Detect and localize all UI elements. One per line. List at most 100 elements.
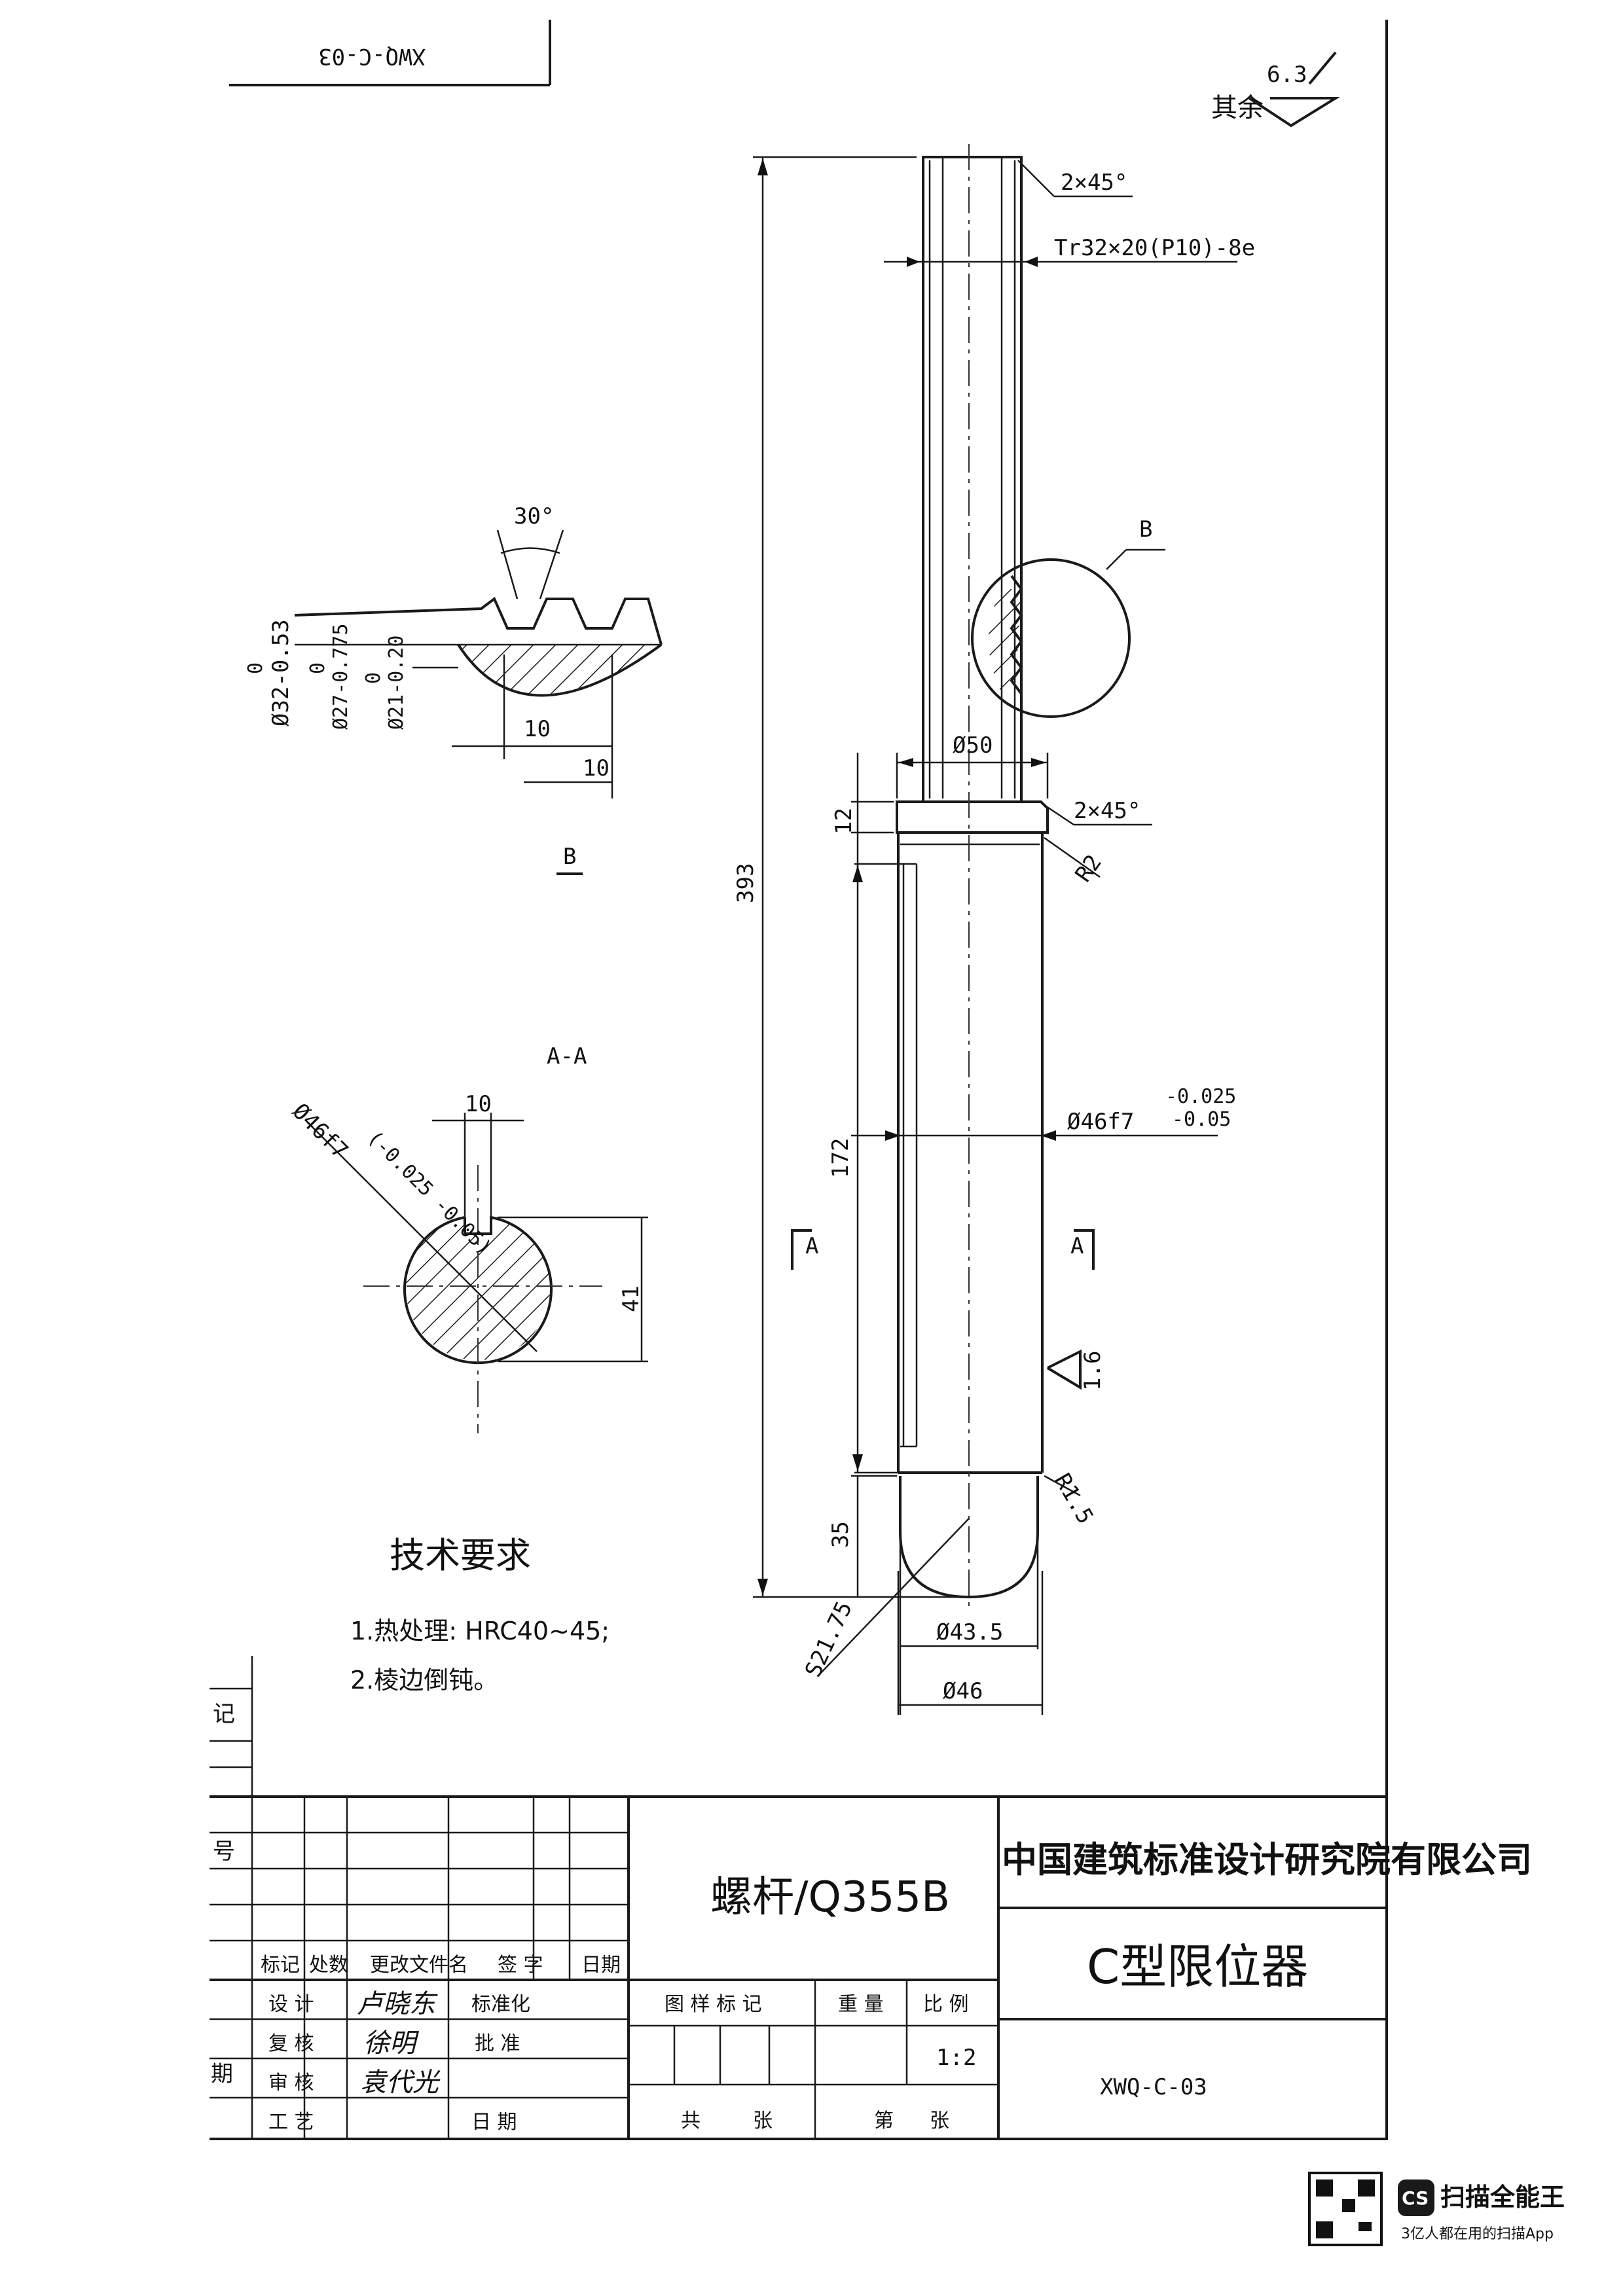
surface-finish-rest: 其余 6.3	[1211, 51, 1341, 128]
svg-text:处数: 处数	[309, 1954, 348, 1977]
svg-text:记: 记	[213, 1701, 235, 1727]
svg-text:日期: 日期	[581, 1954, 621, 1977]
svg-text:其余: 其余	[1211, 93, 1264, 123]
svg-text:技术要求: 技术要求	[390, 1535, 531, 1576]
dim-r2: R2	[1044, 836, 1107, 887]
svg-text:Ø43.5: Ø43.5	[936, 1619, 1003, 1645]
svg-text:Tr32×20(P10)-8e: Tr32×20(P10)-8e	[1054, 235, 1255, 261]
svg-text:Ø46f7: Ø46f7	[287, 1098, 354, 1164]
svg-text:393: 393	[733, 863, 759, 903]
svg-text:期: 期	[211, 2061, 233, 2087]
dim-dia-435: Ø43.5	[899, 1535, 1039, 1715]
svg-text:Ø21-0.20: Ø21-0.20	[385, 636, 408, 730]
surface-finish-shaft: 1.6	[1046, 1349, 1106, 1391]
svg-text:Ø50: Ø50	[953, 732, 993, 759]
svg-text:批 准: 批 准	[475, 2032, 520, 2055]
dim-r15: R1.5	[1044, 1469, 1099, 1529]
svg-text:6.3: 6.3	[1267, 62, 1307, 88]
svg-text:R1.5: R1.5	[1049, 1469, 1099, 1529]
svg-text:30°: 30°	[514, 503, 554, 529]
svg-text:Ø46: Ø46	[943, 1678, 983, 1704]
section-aa-view: A-A 10 Ø46f7 (-0.025 -0.05) 41	[287, 1043, 648, 1433]
svg-text:日 期: 日 期	[471, 2111, 517, 2134]
svg-text:-0.05: -0.05	[1172, 1108, 1231, 1131]
svg-text:XWQ-C-03: XWQ-C-03	[318, 43, 426, 69]
svg-text:签 字: 签 字	[498, 1954, 543, 1977]
svg-text:172: 172	[828, 1138, 854, 1178]
svg-text:10: 10	[583, 755, 610, 781]
svg-text:号: 号	[213, 1839, 235, 1865]
svg-text:第: 第	[874, 2109, 894, 2132]
svg-text:张: 张	[753, 2109, 773, 2132]
svg-text:A: A	[1070, 1233, 1084, 1259]
dim-chamfer-top: 2×45°	[1017, 160, 1133, 198]
svg-text:B: B	[563, 844, 576, 870]
svg-text:41: 41	[618, 1285, 644, 1312]
dim-sphere: S21.75	[800, 1518, 970, 1681]
svg-text:10: 10	[465, 1091, 492, 1117]
svg-text:1.热处理: HRC40~45;: 1.热处理: HRC40~45;	[350, 1617, 610, 1645]
svg-text:复 核: 复 核	[268, 2032, 314, 2055]
svg-text:0: 0	[306, 662, 329, 674]
svg-text:螺杆/Q355B: 螺杆/Q355B	[710, 1873, 950, 1922]
section-mark-a-right: A	[1070, 1229, 1095, 1270]
svg-text:0: 0	[244, 662, 267, 674]
svg-text:Ø46f7: Ø46f7	[1067, 1109, 1134, 1135]
dim-shaft-fit: Ø46f7 -0.025 -0.05	[851, 1085, 1236, 1141]
svg-text:CS: CS	[1402, 2187, 1429, 2209]
svg-text:S21.75: S21.75	[800, 1598, 858, 1681]
svg-text:图 样 标 记: 图 样 标 记	[665, 1993, 762, 2016]
svg-text:共: 共	[681, 2109, 701, 2132]
svg-text:袁代光: 袁代光	[360, 2068, 441, 2098]
svg-text:审 核: 审 核	[268, 2072, 314, 2094]
dim-dia-50: Ø50	[896, 732, 1049, 798]
svg-text:重 量: 重 量	[838, 1993, 884, 2016]
svg-text:12: 12	[831, 808, 857, 834]
svg-text:2×45°: 2×45°	[1061, 170, 1127, 196]
dim-35: 35	[828, 1475, 897, 1597]
svg-text:1:2: 1:2	[936, 2045, 976, 2071]
svg-text:35: 35	[828, 1521, 854, 1548]
svg-text:比 例: 比 例	[923, 1993, 969, 2016]
detail-b-view: 30° Ø32-0.53 0 Ø27-0.775 0 Ø21-0.20 0 10…	[244, 503, 663, 875]
svg-text:工 艺: 工 艺	[268, 2111, 314, 2134]
cs-logo-icon	[1398, 2179, 1434, 2216]
svg-text:0: 0	[362, 672, 385, 684]
svg-text:3亿人都在用的扫描App: 3亿人都在用的扫描App	[1401, 2226, 1554, 2242]
dim-393: 393	[733, 156, 962, 1598]
svg-text:A: A	[805, 1233, 818, 1259]
mirrored-drawing-number: XWQ-C-03	[318, 43, 426, 69]
title-block: 记 号 期 标记 处数 更改文件名 签 字 日期 设 计 复 核 审 核 工 艺…	[210, 1656, 1532, 2139]
svg-text:设 计: 设 计	[268, 1993, 314, 2016]
section-mark-a-left: A	[791, 1229, 818, 1270]
dim-12: 12	[831, 753, 894, 870]
svg-text:C型限位器: C型限位器	[1087, 1939, 1308, 1994]
scanner-watermark: CS 扫描全能王 3亿人都在用的扫描App	[1308, 2172, 1565, 2246]
detail-b-callout: B	[971, 516, 1165, 718]
svg-text:中国建筑标准设计研究院有限公司: 中国建筑标准设计研究院有限公司	[1002, 1839, 1532, 1880]
svg-text:标记: 标记	[261, 1954, 300, 1977]
svg-text:-0.025: -0.025	[1165, 1085, 1236, 1108]
tech-requirements: 技术要求 1.热处理: HRC40~45; 2.棱边倒钝。	[350, 1535, 610, 1695]
svg-text:XWQ-C-03: XWQ-C-03	[1100, 2074, 1207, 2100]
svg-text:更改文件名: 更改文件名	[370, 1954, 468, 1977]
svg-text:R2: R2	[1070, 850, 1107, 887]
dim-chamfer-collar: 2×45°	[1044, 798, 1152, 826]
svg-text:2.棱边倒钝。: 2.棱边倒钝。	[350, 1666, 498, 1695]
svg-text:卢晓东: 卢晓东	[357, 1989, 438, 2019]
dim-dia-46: Ø46	[897, 1571, 1044, 1715]
svg-text:标准化: 标准化	[471, 1993, 530, 2016]
sheet-border	[210, 20, 1388, 2140]
svg-text:2×45°: 2×45°	[1074, 798, 1140, 824]
screw-main-view	[896, 144, 1049, 1610]
svg-text:张: 张	[930, 2109, 949, 2132]
svg-text:1.6: 1.6	[1080, 1351, 1106, 1391]
svg-text:扫描全能王: 扫描全能王	[1440, 2183, 1565, 2212]
dim-172: 172	[828, 863, 900, 1474]
svg-text:10: 10	[524, 716, 551, 742]
svg-text:Ø32-0.53: Ø32-0.53	[268, 619, 294, 726]
svg-text:徐明: 徐明	[363, 2028, 420, 2058]
dim-thread: Tr32×20(P10)-8e	[884, 235, 1255, 267]
svg-text:Ø27-0.775: Ø27-0.775	[329, 623, 352, 730]
